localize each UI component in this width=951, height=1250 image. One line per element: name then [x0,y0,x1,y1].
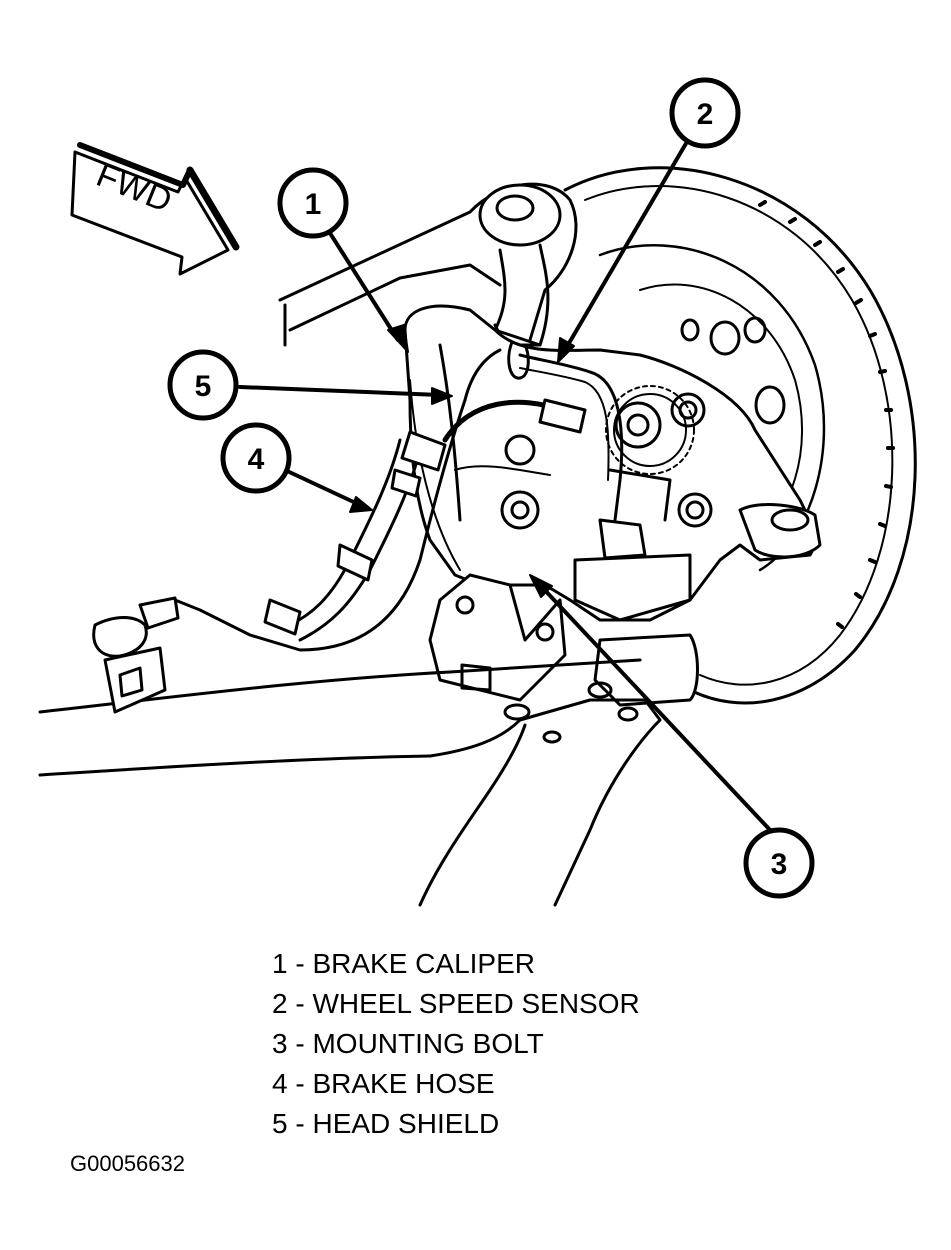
legend-item: 3 - MOUNTING BOLT [272,1024,640,1064]
legend-label: BRAKE HOSE [312,1068,495,1099]
legend-separator: - [287,1028,313,1059]
steering-knuckle [403,304,822,622]
callout-number-2: 2 [697,98,714,131]
callout-circle-2 [669,77,741,149]
upper-control-arm [278,182,578,347]
legend-number: 3 [272,1028,288,1059]
callout-number-5: 5 [195,370,212,403]
brake-rotor [563,166,917,705]
callout-leaders [238,138,772,832]
callout-number-3: 3 [771,848,788,881]
brake-hose [263,398,587,642]
legend-number: 4 [272,1068,288,1099]
parts-legend: 1 - BRAKE CALIPER 2 - WHEEL SPEED SENSOR… [272,944,640,1144]
legend-number: 2 [272,988,288,1019]
callout-circle-5 [167,349,239,421]
legend-label: BRAKE CALIPER [312,948,535,979]
legend-label: WHEEL SPEED SENSOR [312,988,640,1019]
axle-crossmember [38,658,662,907]
legend-label: MOUNTING BOLT [312,1028,544,1059]
legend-item: 1 - BRAKE CALIPER [272,944,640,984]
callout-number-1: 1 [305,188,322,221]
legend-item: 5 - HEAD SHIELD [272,1104,640,1144]
tone-ring [605,385,695,475]
callout-circle-3 [743,827,815,899]
callout-circle-4 [220,422,292,494]
callout-circle-1 [277,167,349,239]
lower-bracket [428,573,699,707]
sensor-wire [92,340,624,714]
legend-separator: - [287,1068,313,1099]
legend-number: 1 [272,948,288,979]
legend-label: HEAD SHIELD [312,1108,500,1139]
figure-id: G00056632 [70,1151,185,1176]
legend-separator: - [287,948,313,979]
legend-number: 5 [272,1108,288,1139]
legend-item: 4 - BRAKE HOSE [272,1064,640,1104]
legend-separator: - [287,1108,313,1139]
legend-separator: - [287,988,313,1019]
callout-number-4: 4 [248,443,265,476]
legend-item: 2 - WHEEL SPEED SENSOR [272,984,640,1024]
fwd-arrow [70,142,240,276]
callout-circles [167,77,815,899]
